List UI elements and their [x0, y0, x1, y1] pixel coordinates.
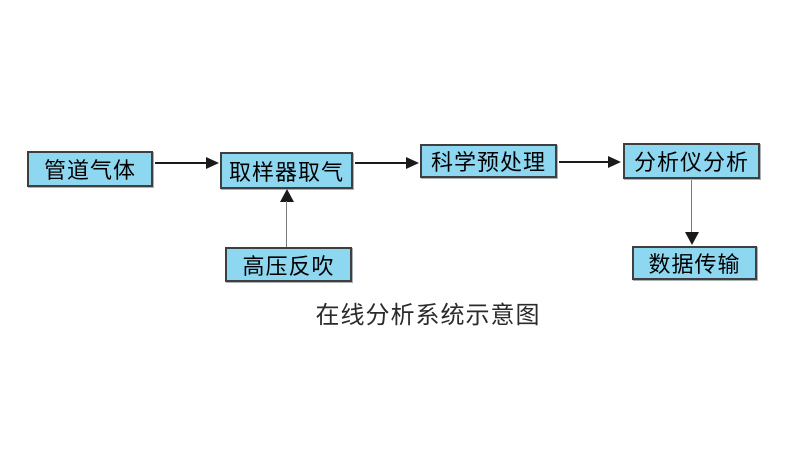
- node-analyzer: 分析仪分析: [623, 143, 760, 179]
- arrow-line: [355, 162, 407, 164]
- node-pretreatment: 科学预处理: [420, 144, 557, 178]
- arrow-line: [691, 180, 692, 233]
- node-analyzer-label: 分析仪分析: [633, 150, 749, 175]
- node-pipeline-gas: 管道气体: [27, 151, 153, 187]
- node-pipeline-gas-label: 管道气体: [43, 158, 136, 183]
- arrowhead-down-icon: [685, 232, 699, 245]
- arrow-line: [559, 161, 609, 163]
- arrow-line: [155, 162, 207, 164]
- node-blowback: 高压反吹: [225, 247, 352, 282]
- arrow-line: [286, 201, 287, 247]
- node-data-transmission: 数据传输: [632, 246, 757, 280]
- arrowhead-right-icon: [406, 157, 419, 169]
- arrowhead-right-icon: [206, 157, 219, 169]
- node-sampler-intake: 取样器取气: [220, 152, 353, 189]
- arrowhead-up-icon: [280, 189, 294, 202]
- arrowhead-right-icon: [608, 156, 621, 168]
- node-pretreatment-label: 科学预处理: [430, 150, 546, 175]
- node-blowback-label: 高压反吹: [242, 253, 335, 279]
- node-sampler-intake-label: 取样器取气: [228, 159, 344, 185]
- diagram-caption: 在线分析系统示意图: [315, 303, 541, 329]
- node-data-transmission-label: 数据传输: [648, 252, 741, 277]
